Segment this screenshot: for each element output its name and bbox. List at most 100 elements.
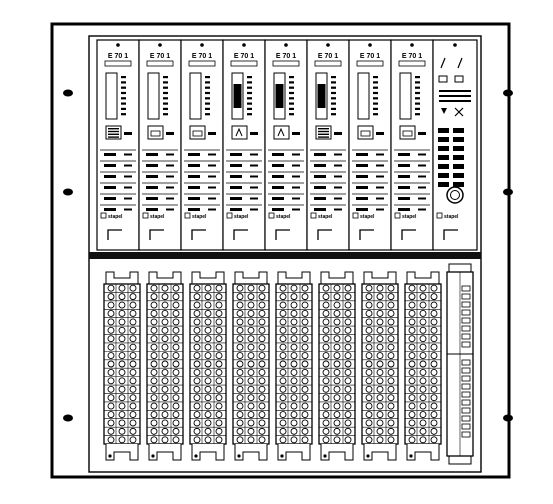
terminal-screw: [301, 352, 309, 360]
fuse-cell: [461, 415, 471, 422]
terminal-screw: [279, 411, 287, 418]
terminal-screw: [129, 394, 137, 402]
terminal-screw: [290, 385, 298, 393]
button-text-line: [318, 130, 329, 133]
terminal-screw: [215, 310, 223, 317]
module-label: E 70 1: [318, 53, 338, 60]
row-value-block: [376, 153, 384, 156]
terminal-screw: [419, 335, 427, 343]
button-arrow: [277, 127, 285, 137]
terminal-screw: [258, 419, 266, 427]
scale-mark: [331, 113, 336, 116]
row-value-block: [376, 186, 384, 189]
brand-box: [268, 212, 275, 219]
terminal-screw: [365, 284, 373, 292]
terminal-screw: [408, 394, 416, 402]
terminal-screw: [172, 318, 180, 326]
terminal-screw: [322, 352, 330, 360]
fuse-cell: [461, 391, 471, 398]
terminal-screw: [247, 427, 255, 435]
scale-mark: [373, 91, 378, 95]
terminal-screw: [376, 368, 384, 376]
terminal-screw: [118, 293, 126, 301]
control-down-arrow: [441, 108, 447, 114]
row-value-block: [334, 208, 342, 211]
terminal-screw: [150, 343, 158, 351]
terminal-screw: [419, 368, 427, 376]
row-value-block: [376, 208, 384, 211]
terminal-screw: [204, 377, 212, 385]
terminal-screw: [333, 318, 341, 326]
control-lightning-symbols: [440, 57, 463, 69]
row-label-block: [188, 208, 200, 211]
bargraph-window: [399, 72, 412, 120]
terminal-screw: [333, 301, 341, 309]
scale-mark: [205, 76, 210, 79]
terminal-screw: [150, 284, 158, 292]
terminal-screw: [258, 284, 266, 292]
terminal-top-tab: [277, 271, 311, 284]
terminal-screw: [344, 394, 352, 402]
terminal-screw: [279, 377, 287, 385]
terminal-screw: [419, 377, 427, 385]
row-label-block: [230, 164, 242, 167]
module-top-screw: [158, 43, 162, 47]
button-text-line: [108, 133, 119, 135]
row-label-block: [230, 208, 242, 211]
terminal-screw: [279, 436, 287, 444]
terminal-screw: [118, 352, 126, 360]
terminal-screw: [204, 419, 212, 427]
terminal-screw: [408, 318, 416, 326]
fuse-cell: [461, 367, 471, 374]
terminal-screw: [161, 318, 169, 326]
terminal-screw: [150, 352, 158, 360]
module-label-plate: [188, 60, 216, 67]
fuse-cell: [461, 301, 471, 308]
row-label-block: [314, 175, 326, 178]
terminal-screw: [387, 436, 395, 444]
terminal-screw: [258, 360, 266, 368]
row-value-block: [418, 208, 426, 211]
terminal-screw: [344, 436, 352, 444]
terminal-screw: [118, 301, 126, 309]
terminal-top-tab: [406, 271, 440, 284]
terminal-screw: [236, 284, 244, 292]
row-label-block: [356, 153, 368, 156]
terminal-screw: [107, 427, 115, 435]
bargraph-fill: [275, 84, 284, 108]
terminal-screw: [408, 385, 416, 393]
terminal-screw: [419, 310, 427, 317]
control-text-line: [439, 100, 471, 102]
module-top-screw: [368, 43, 372, 47]
row-value-block: [292, 208, 300, 211]
terminal-screw: [247, 394, 255, 402]
terminal-screw: [161, 310, 169, 317]
terminal-screw: [247, 284, 255, 292]
row-label-block: [398, 186, 410, 189]
terminal-screw: [236, 301, 244, 309]
row-label-block: [104, 208, 116, 211]
terminal-screw: [419, 284, 427, 292]
terminal-screw: [322, 411, 330, 418]
terminal-screw: [258, 385, 266, 393]
terminal-screw: [322, 301, 330, 309]
terminal-screw: [161, 352, 169, 360]
brand-text: stapel: [360, 214, 375, 220]
terminal-screw: [193, 377, 201, 385]
terminal-screw: [344, 310, 352, 317]
row-label-block: [230, 186, 242, 189]
scale-mark: [163, 91, 168, 95]
terminal-screw: [365, 352, 373, 360]
fuse-cell: [461, 293, 471, 300]
fuse-cell: [461, 407, 471, 414]
terminal-screw: [247, 402, 255, 410]
terminal-screw: [258, 352, 266, 360]
row-value-block: [376, 175, 384, 178]
bargraph-window: [357, 72, 370, 120]
terminal-screw: [279, 318, 287, 326]
terminal-screw: [236, 436, 244, 444]
terminal-screw: [344, 377, 352, 385]
terminal-screw: [279, 394, 287, 402]
function-button: [231, 125, 248, 140]
